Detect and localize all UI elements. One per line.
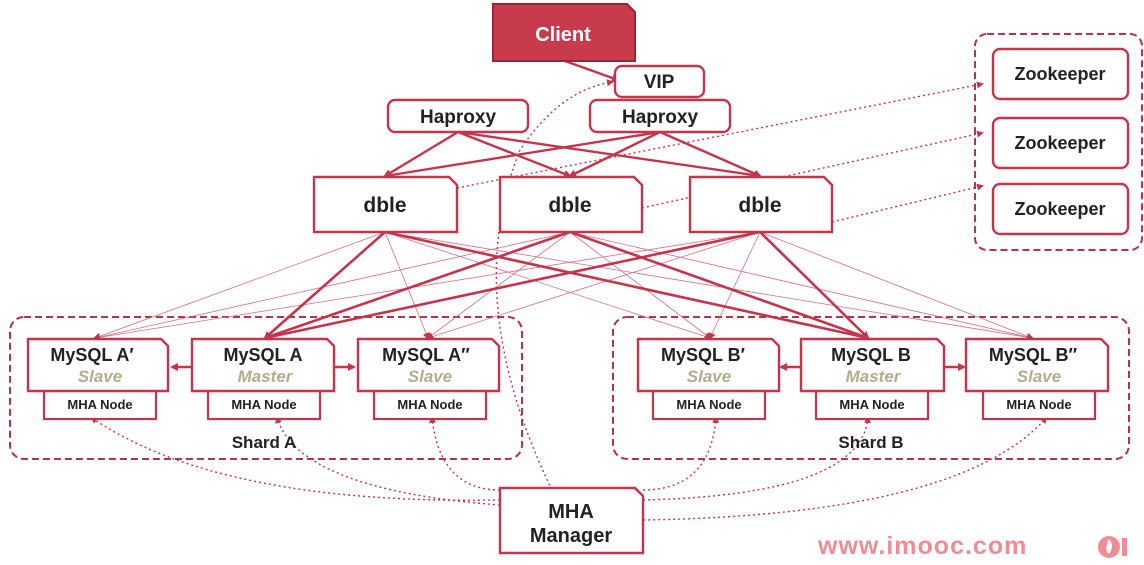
shard-b-container bbox=[612, 316, 1130, 460]
haproxy-node-2: Haproxy bbox=[588, 98, 732, 134]
svg-text:Master: Master bbox=[238, 367, 294, 386]
haproxy-node-1: Haproxy bbox=[386, 98, 530, 134]
shard-a-label: Shard A bbox=[232, 433, 297, 452]
mha-manager-node: MHA Manager bbox=[498, 486, 645, 555]
client-to-vip-link bbox=[564, 59, 620, 82]
svg-text:dble: dble bbox=[548, 194, 591, 217]
mysql-b-master-node: MHA Node MySQL B Master bbox=[799, 337, 946, 421]
dble-node-3: dble bbox=[688, 175, 834, 234]
svg-text:Zookeeper: Zookeeper bbox=[1014, 199, 1105, 219]
mysql-a-master-node: MHA Node MySQL A Master bbox=[190, 337, 336, 421]
svg-text:Slave: Slave bbox=[687, 367, 731, 386]
svg-text:MHA Node: MHA Node bbox=[839, 397, 904, 412]
vip-label: VIP bbox=[644, 72, 675, 93]
svg-text:MySQL B″: MySQL B″ bbox=[989, 345, 1078, 365]
svg-text:Zookeeper: Zookeeper bbox=[1014, 64, 1105, 84]
svg-text:MySQL A: MySQL A bbox=[223, 345, 302, 365]
client-node: Client bbox=[492, 3, 636, 62]
svg-text:Slave: Slave bbox=[1017, 367, 1061, 386]
svg-text:MySQL A″: MySQL A″ bbox=[382, 345, 470, 365]
svg-text:Slave: Slave bbox=[408, 367, 452, 386]
shard-a-container bbox=[9, 316, 523, 460]
svg-text:Manager: Manager bbox=[530, 525, 612, 547]
zookeeper-cluster-container bbox=[974, 33, 1143, 251]
dble-node-1: dble bbox=[312, 175, 459, 234]
svg-text:MHA Node: MHA Node bbox=[676, 397, 741, 412]
mysql-a-double-prime-node: MHA Node MySQL A″ Slave bbox=[356, 337, 501, 421]
svg-text:MySQL A′: MySQL A′ bbox=[50, 345, 133, 365]
svg-text:MHA Node: MHA Node bbox=[67, 397, 132, 412]
svg-text:Slave: Slave bbox=[78, 367, 122, 386]
svg-text:Master: Master bbox=[846, 367, 902, 386]
svg-text:MHA Node: MHA Node bbox=[231, 397, 296, 412]
mysql-b-prime-node: MHA Node MySQL B′ Slave bbox=[636, 337, 781, 421]
svg-text:MHA: MHA bbox=[548, 501, 594, 523]
mysql-a-prime-node: MHA Node MySQL A′ Slave bbox=[26, 337, 170, 421]
svg-text:MHA Node: MHA Node bbox=[1006, 397, 1071, 412]
svg-text:Haproxy: Haproxy bbox=[420, 107, 496, 128]
client-label: Client bbox=[535, 24, 591, 46]
dble-to-zookeeper-links bbox=[456, 81, 984, 223]
dble-to-slave-links bbox=[93, 231, 1034, 341]
svg-text:dble: dble bbox=[363, 194, 406, 217]
dble-to-master-links bbox=[263, 230, 870, 341]
svg-text:dble: dble bbox=[738, 194, 781, 217]
mha-manager-links bbox=[90, 79, 1048, 521]
mysql-b-double-prime-node: MHA Node MySQL B″ Slave bbox=[964, 337, 1110, 421]
dble-node-2: dble bbox=[498, 175, 644, 234]
zookeeper-node-1: Zookeeper bbox=[991, 47, 1130, 101]
svg-text:Haproxy: Haproxy bbox=[622, 107, 698, 128]
zookeeper-node-2: Zookeeper bbox=[991, 116, 1130, 170]
zookeeper-node-3: Zookeeper bbox=[991, 182, 1130, 236]
svg-text:MySQL B: MySQL B bbox=[831, 345, 911, 365]
svg-text:MHA Node: MHA Node bbox=[397, 397, 462, 412]
svg-text:MySQL B′: MySQL B′ bbox=[661, 345, 745, 365]
shard-b-label: Shard B bbox=[838, 433, 903, 452]
flame-logo-icon bbox=[1098, 536, 1127, 558]
watermark-text: www.imooc.com bbox=[818, 532, 1028, 560]
svg-text:Zookeeper: Zookeeper bbox=[1014, 133, 1105, 153]
vip-node: VIP bbox=[613, 64, 706, 99]
